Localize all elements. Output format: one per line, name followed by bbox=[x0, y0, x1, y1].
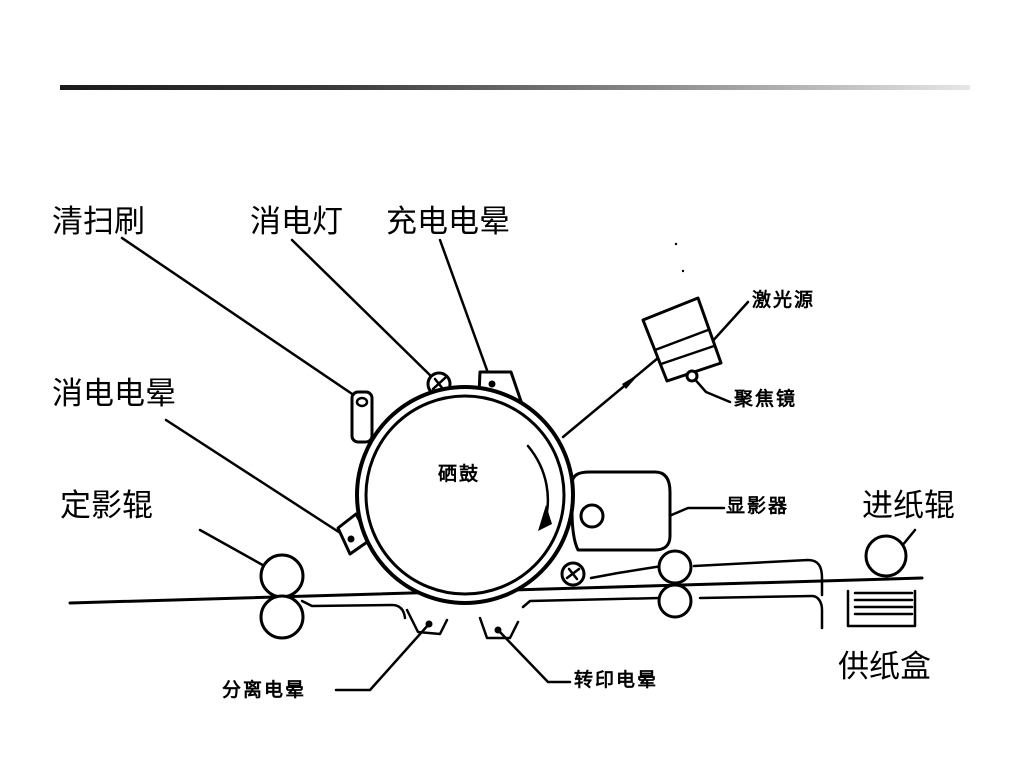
separation-corona-unit bbox=[405, 608, 449, 636]
label-developer: 显影器 bbox=[726, 495, 790, 517]
fuser-rollers bbox=[259, 553, 305, 640]
label-paper-tray: 供纸盒 bbox=[838, 649, 931, 685]
registration-rollers bbox=[657, 549, 693, 619]
developer-roller bbox=[579, 503, 605, 529]
focusing-lens-marker bbox=[685, 369, 699, 383]
leader-fuser-roller bbox=[198, 528, 270, 570]
label-laser-source: 激光源 bbox=[752, 289, 816, 311]
leader-focusing-lens bbox=[690, 374, 732, 404]
leader-lines bbox=[120, 236, 917, 692]
laser-beam bbox=[561, 351, 666, 439]
paper-feed bbox=[846, 534, 917, 628]
leader-laser-source bbox=[708, 300, 750, 346]
label-drum: 硒鼓 bbox=[438, 463, 481, 485]
leader-charge-corona bbox=[438, 238, 494, 386]
feed-roller bbox=[864, 534, 908, 578]
leader-erase-corona bbox=[164, 418, 350, 540]
label-cleaning-brush: 清扫刷 bbox=[52, 204, 145, 240]
label-feed-roller: 进纸辊 bbox=[862, 488, 955, 524]
leader-erase-lamp bbox=[290, 238, 439, 384]
developer-unit bbox=[570, 470, 672, 552]
leader-cleaning-brush bbox=[120, 236, 366, 404]
label-transfer-corona: 转印电晕 bbox=[574, 669, 659, 691]
laser-source-unit bbox=[641, 296, 723, 383]
leader-separation-corona bbox=[334, 622, 431, 692]
label-erase-corona: 消电电晕 bbox=[52, 376, 176, 412]
label-erase-lamp: 消电灯 bbox=[250, 204, 343, 240]
label-focusing-lens: 聚焦镜 bbox=[734, 388, 798, 410]
drum bbox=[355, 385, 575, 605]
transfer-guide-roller bbox=[560, 561, 586, 587]
leader-transfer-corona bbox=[496, 628, 572, 684]
title-rule bbox=[60, 85, 970, 90]
cleaning-brush-unit bbox=[350, 390, 374, 444]
transfer-corona-unit bbox=[478, 616, 520, 640]
label-charge-corona: 充电电晕 bbox=[386, 204, 510, 240]
label-fuser-roller: 定影辊 bbox=[60, 488, 153, 524]
label-separation-corona: 分离电晕 bbox=[222, 679, 307, 701]
